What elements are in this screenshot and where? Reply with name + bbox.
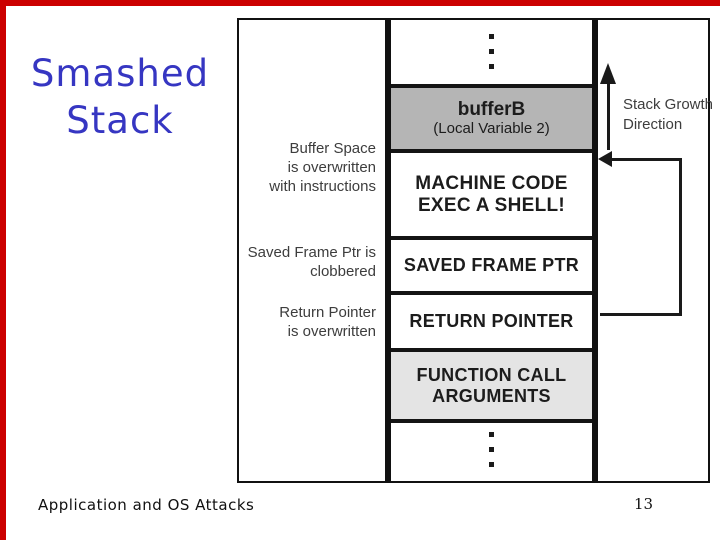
- ellipsis-dot: [489, 34, 494, 39]
- label-saved-frame-line1: Saved Frame Ptr is: [247, 244, 376, 261]
- stack-growth-arrow-icon: [607, 84, 610, 150]
- ellipsis-dot: [489, 49, 494, 54]
- label-saved-frame-ptr: Saved Frame Ptr is clobbered: [240, 243, 376, 281]
- slide-border-top: [0, 0, 720, 6]
- footer-text: Application and OS Attacks: [38, 496, 255, 514]
- slide-title-line2: Stack: [66, 99, 174, 142]
- ellipsis-dot: [489, 432, 494, 437]
- vertical-ellipsis-icon: [489, 34, 494, 79]
- machine-code-line2: EXEC A SHELL!: [417, 194, 566, 216]
- label-buffer-space-line1: Buffer Space: [289, 140, 376, 157]
- slide-title-line1: Smashed: [30, 52, 210, 95]
- stack-cell-machine-code: MACHINE CODE EXEC A SHELL!: [391, 149, 592, 236]
- label-return-pointer: Return Pointer is overwritten: [240, 303, 376, 341]
- label-return-pointer-line1: Return Pointer: [279, 304, 376, 321]
- function-args-line2: ARGUMENTS: [432, 385, 551, 406]
- stack-cell-bufferb: bufferB (Local Variable 2): [391, 84, 592, 149]
- return-pointer-arrow-icon: [679, 158, 682, 316]
- stack-cell-saved-frame-ptr: SAVED FRAME PTR: [391, 236, 592, 291]
- stack-cell-return-pointer: RETURN POINTER: [391, 291, 592, 348]
- label-buffer-space-line3: with instructions: [269, 178, 376, 195]
- bufferb-title: bufferB: [457, 99, 526, 120]
- stack-column-left-bar: [385, 18, 391, 483]
- label-buffer-space-line2: is overwritten: [287, 159, 376, 176]
- vertical-ellipsis-icon: [489, 432, 494, 477]
- slide-border-left: [0, 0, 6, 540]
- stack-growth-arrowhead-icon: [600, 63, 616, 84]
- stack-column-right-bar: [592, 18, 598, 483]
- return-pointer-label: RETURN POINTER: [409, 311, 574, 331]
- stack-cell-function-args: FUNCTION CALL ARGUMENTS: [391, 348, 592, 423]
- return-pointer-arrowhead-icon: [598, 151, 612, 167]
- label-buffer-space: Buffer Space is overwritten with instruc…: [240, 139, 376, 196]
- label-saved-frame-line2: clobbered: [310, 263, 376, 280]
- return-pointer-arrow-icon: [600, 313, 682, 316]
- stack-growth-label: Stack Growth Direction: [623, 95, 713, 135]
- label-return-pointer-line2: is overwritten: [287, 323, 376, 340]
- return-pointer-arrow-icon: [611, 158, 682, 161]
- stack-growth-label-line2: Direction: [623, 116, 683, 133]
- ellipsis-dot: [489, 447, 494, 452]
- stack-growth-label-line1: Stack Growth: [623, 96, 714, 113]
- function-args-line1: FUNCTION CALL: [416, 364, 567, 385]
- page-number: 13: [634, 495, 654, 513]
- saved-frame-ptr-label: SAVED FRAME PTR: [403, 255, 580, 275]
- machine-code-line1: MACHINE CODE: [415, 172, 568, 194]
- bufferb-subtitle: (Local Variable 2): [433, 120, 550, 137]
- slide-title: Smashed Stack: [15, 50, 225, 144]
- ellipsis-dot: [489, 462, 494, 467]
- ellipsis-dot: [489, 64, 494, 69]
